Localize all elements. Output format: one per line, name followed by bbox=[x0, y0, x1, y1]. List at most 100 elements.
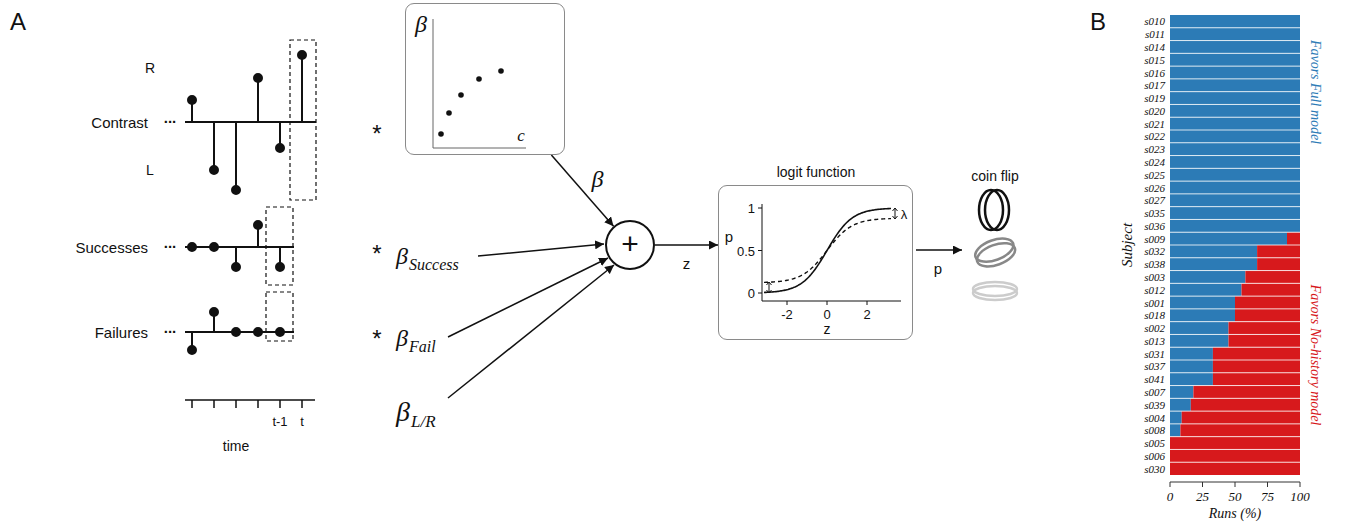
subject-label: s030 bbox=[1144, 463, 1165, 474]
figure-label: Contrast bbox=[91, 115, 148, 130]
row-separator bbox=[1170, 155, 1300, 156]
row-separator bbox=[1170, 308, 1300, 309]
contrast-series-part bbox=[188, 96, 196, 104]
tick-mark bbox=[787, 301, 788, 305]
time-axis-part bbox=[235, 400, 237, 408]
tick-mark bbox=[758, 293, 762, 294]
lapse-arrow bbox=[767, 208, 898, 293]
subject-label: s041 bbox=[1144, 374, 1165, 385]
axis-line bbox=[762, 301, 901, 302]
full-model-bar bbox=[1170, 28, 1300, 41]
time-axis-part bbox=[301, 400, 303, 408]
coin-icons-part-part bbox=[979, 190, 1003, 230]
successes-series-part bbox=[210, 243, 218, 251]
subject-label: s014 bbox=[1144, 41, 1165, 52]
tick-mark bbox=[1267, 482, 1268, 487]
coin-icons-part bbox=[972, 234, 1018, 271]
successes-series-part bbox=[188, 243, 196, 251]
coin-icons-part bbox=[979, 190, 1009, 230]
full-model-bar bbox=[1170, 347, 1213, 360]
figure-label: L bbox=[146, 163, 154, 177]
subject-label: s024 bbox=[1144, 156, 1165, 167]
tick-mark bbox=[827, 301, 828, 305]
subject-label: s021 bbox=[1144, 118, 1165, 129]
subject-label: s025 bbox=[1144, 169, 1165, 180]
node-text: -2 bbox=[781, 308, 793, 321]
figure-label: A bbox=[10, 10, 26, 34]
subject-label: s018 bbox=[1144, 310, 1165, 321]
row-separator bbox=[1170, 53, 1300, 54]
figure-label: L/R bbox=[411, 413, 436, 430]
coin-icons-part-part bbox=[974, 239, 1018, 271]
weight-arrows-part bbox=[448, 265, 614, 398]
row-separator bbox=[1170, 449, 1300, 450]
full-model-bar bbox=[1170, 79, 1300, 92]
weight-inset-box: βc bbox=[405, 3, 565, 155]
figure-label: Favors Full model bbox=[1308, 40, 1322, 144]
row-separator bbox=[1170, 91, 1300, 92]
contrast-series-part bbox=[254, 74, 262, 82]
no-history-bar bbox=[1229, 322, 1301, 335]
node-text: 0 bbox=[823, 308, 830, 321]
full-model-bar bbox=[1170, 168, 1300, 181]
row-separator bbox=[1170, 142, 1300, 143]
no-history-bar bbox=[1257, 258, 1300, 271]
full-model-bar bbox=[1170, 411, 1182, 424]
row-separator bbox=[1170, 423, 1300, 424]
weight-arrows bbox=[448, 244, 962, 398]
figure-label: 75 bbox=[1261, 490, 1274, 503]
row-separator bbox=[1170, 372, 1300, 373]
no-history-bar bbox=[1182, 411, 1300, 424]
row-separator bbox=[1170, 181, 1300, 182]
weight-arrows-part bbox=[916, 249, 962, 251]
coin-icons-part-part bbox=[985, 190, 1009, 230]
data-dot bbox=[498, 68, 504, 74]
full-model-bar bbox=[1170, 386, 1193, 399]
figure-label: ... bbox=[164, 235, 177, 250]
no-history-bar bbox=[1213, 347, 1300, 360]
no-history-bar bbox=[1242, 283, 1301, 296]
subject-label: s022 bbox=[1144, 131, 1165, 142]
subject-label: s037 bbox=[1144, 361, 1165, 372]
history-window-part bbox=[266, 292, 293, 341]
contrast-series-part bbox=[257, 78, 259, 122]
row-separator bbox=[1170, 193, 1300, 194]
edge-label: z bbox=[683, 256, 691, 271]
data-dot bbox=[476, 76, 482, 82]
full-model-bar bbox=[1170, 92, 1300, 105]
subject-label: s020 bbox=[1144, 105, 1165, 116]
row-separator bbox=[1170, 283, 1300, 284]
figure-label: Fail bbox=[409, 339, 436, 355]
data-dot bbox=[446, 110, 452, 116]
logit-axes bbox=[758, 204, 901, 305]
full-model-bar bbox=[1170, 66, 1300, 79]
figure-label: 100 bbox=[1290, 490, 1310, 503]
row-separator bbox=[1170, 347, 1300, 348]
figure-label: t bbox=[300, 415, 304, 428]
full-model-bar bbox=[1170, 41, 1300, 54]
subject-label: s006 bbox=[1144, 450, 1165, 461]
contrast-series-part bbox=[210, 166, 218, 174]
coin-icons-part-part bbox=[972, 234, 1016, 266]
no-history-bar bbox=[1213, 373, 1300, 386]
successes-series-part bbox=[276, 263, 284, 271]
full-model-bar bbox=[1170, 194, 1300, 207]
no-history-bar bbox=[1180, 424, 1300, 437]
no-history-bar bbox=[1170, 437, 1300, 450]
subject-label: s003 bbox=[1144, 271, 1165, 282]
row-separator bbox=[1170, 321, 1300, 322]
row-separator bbox=[1170, 130, 1300, 131]
figure-label: ... bbox=[164, 320, 177, 335]
no-history-bar bbox=[1170, 462, 1300, 475]
full-model-bar bbox=[1170, 15, 1300, 28]
subject-label: s027 bbox=[1144, 195, 1165, 206]
row-separator bbox=[1170, 462, 1300, 463]
x-axis bbox=[1170, 482, 1300, 487]
tick-mark bbox=[1235, 482, 1236, 487]
no-history-bar bbox=[1235, 296, 1300, 309]
row-separator bbox=[1170, 27, 1300, 28]
time-axis-part bbox=[257, 400, 259, 408]
figure-label: ... bbox=[164, 110, 177, 125]
sum-circle: + bbox=[605, 220, 655, 270]
node-text: z bbox=[824, 322, 831, 336]
